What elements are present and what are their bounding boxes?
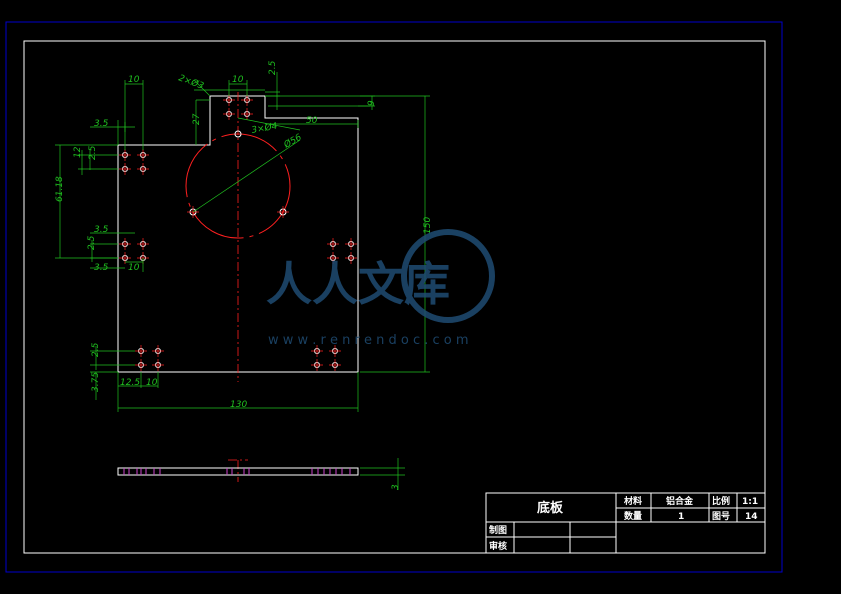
dim-left-25a: 2.5 <box>88 145 98 160</box>
drawing-border <box>23 40 766 554</box>
dim-bot-25: 2.5 <box>91 342 101 357</box>
dim-50: 50 <box>306 116 318 126</box>
quantity-label: 数量 <box>624 510 642 522</box>
dim-left-10: 10 <box>128 263 140 273</box>
material-label: 材料 <box>623 495 642 507</box>
title-block-text: 底板 材料 铝合金 比例 1:1 数量 1 图号 14 制图 审核 <box>489 495 758 552</box>
dim-3x-hole: 3×Ø4 <box>251 121 279 136</box>
watermark-ring <box>401 229 495 323</box>
dim-circle: Ø56 <box>281 132 304 151</box>
dim-left-25b: 2.5 <box>87 235 97 250</box>
side-view-holes <box>123 468 351 475</box>
drawn-by-label: 制图 <box>489 524 507 536</box>
dim-3: 3 <box>391 484 401 490</box>
dim-tab-offset: 2.5 <box>268 60 278 75</box>
dim-left-35a: 3.5 <box>94 119 109 129</box>
dim-top-width: 10 <box>128 75 140 85</box>
dim-150: 150 <box>423 217 433 234</box>
drawing-no-value: 14 <box>745 512 758 522</box>
part-name: 底板 <box>537 500 564 516</box>
side-view <box>117 467 359 476</box>
centerlines <box>228 92 248 482</box>
scale-label: 比例 <box>712 495 730 507</box>
dim-61: 61.18 <box>55 176 65 202</box>
watermark: 人人文库 w w w . r e n r e n d o c . c o m <box>266 229 495 348</box>
dim-right-9: 9 <box>367 100 377 106</box>
dim-left-12: 12 <box>73 146 83 158</box>
quantity-value: 1 <box>678 512 684 522</box>
dim-left-35c: 3.5 <box>94 263 109 273</box>
dimension-lines <box>55 72 430 490</box>
checked-by-label: 审核 <box>489 540 507 552</box>
plate-outline <box>117 95 359 373</box>
dim-bot-10: 10 <box>146 378 158 388</box>
watermark-url: w w w . r e n r e n d o c . c o m <box>268 333 469 348</box>
dim-375: 3.75 <box>91 372 101 392</box>
dim-tab-width: 10 <box>232 75 244 85</box>
scale-value: 1:1 <box>742 497 758 507</box>
dim-125: 12.5 <box>120 378 140 388</box>
watermark-logo: 人人文库 <box>266 257 450 311</box>
drawing-no-label: 图号 <box>712 511 730 522</box>
title-block <box>485 492 766 554</box>
dim-tab-height: 27 <box>192 113 202 125</box>
outer-frame <box>5 21 783 573</box>
dim-left-35b: 3.5 <box>94 225 109 235</box>
dim-130: 130 <box>230 400 247 410</box>
dim-top-hole: 2×Ø3 <box>177 72 206 91</box>
material-value: 铝合金 <box>666 495 694 507</box>
bolt-circle <box>185 133 291 239</box>
